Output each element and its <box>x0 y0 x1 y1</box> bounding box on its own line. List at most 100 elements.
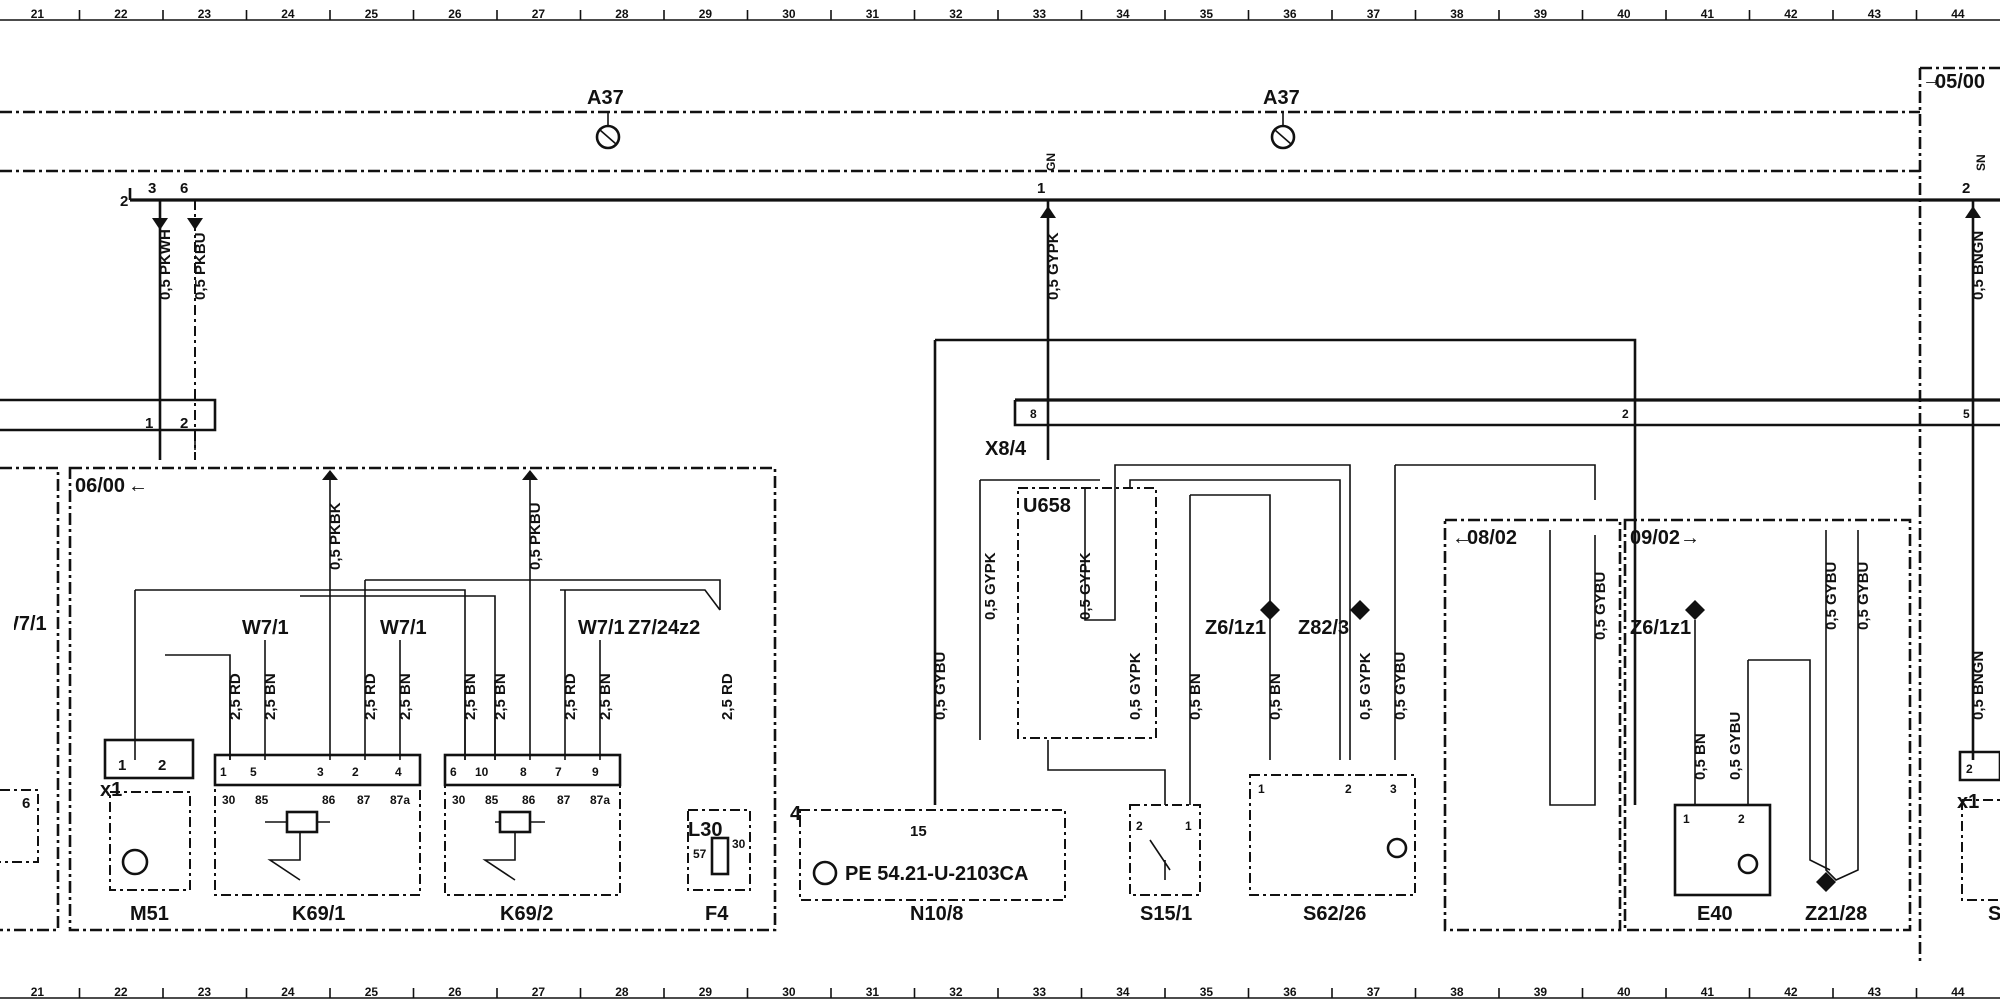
wire-u658-loop-1 <box>1084 464 1351 760</box>
right-partial-connector <box>1958 750 2000 782</box>
wire-label-gypk-top: 0,5 GYPK <box>1045 232 1062 300</box>
wire-0802-loop <box>1549 530 1596 806</box>
m51-pin-2: 2 <box>158 757 166 774</box>
wire-label-k69-bn-5: 2,5 BN <box>597 673 614 720</box>
wire-m51-rd <box>165 654 231 760</box>
ruler-number: 25 <box>365 985 379 999</box>
svg-text:5: 5 <box>250 765 257 779</box>
ruler-number: 41 <box>1701 985 1715 999</box>
ruler-number: 36 <box>1283 985 1297 999</box>
connector-x8-4: X8/4 <box>985 438 1027 460</box>
ground-z6-1z1-b: Z6/1z1 <box>1630 617 1691 639</box>
svg-text:4: 4 <box>395 765 402 779</box>
bus-ref-arrow: → <box>1922 69 1942 91</box>
ruler-number: 30 <box>782 7 796 21</box>
svg-text:3: 3 <box>317 765 324 779</box>
ruler-number: 27 <box>532 7 546 21</box>
ruler-number: 42 <box>1784 7 1798 21</box>
ruler-number: 38 <box>1450 7 1464 21</box>
wire-s62-gybu <box>1394 464 1596 760</box>
ruler-number: 31 <box>866 7 880 21</box>
m51-connector <box>103 738 195 780</box>
ruler-number: 27 <box>532 985 546 999</box>
wire-k69-loop-4 <box>560 589 721 611</box>
ground-z82-3: Z82/3 <box>1298 617 1349 639</box>
ruler-number: 37 <box>1367 7 1381 21</box>
wire-k69-loop-3 <box>365 579 721 610</box>
wire-label-bngn-top: 0,5 BNGN <box>1970 231 1987 300</box>
ruler-number: 44 <box>1951 7 1965 21</box>
f4-fuse <box>710 836 730 876</box>
wire-k69-top-loop <box>135 589 466 760</box>
ruler-number: 32 <box>949 985 963 999</box>
ruler-number: 28 <box>615 985 629 999</box>
ground-w7-1-b: W7/1 <box>380 617 427 639</box>
wire-label-bngn-bottom: 0,5 BNGN <box>1970 651 1987 720</box>
bus-pin-2-right: 2 <box>1962 180 1970 197</box>
e40-label: E40 <box>1697 903 1733 925</box>
svg-text:2: 2 <box>352 765 359 779</box>
second-bus-pin-2: 2 <box>1622 407 1629 421</box>
ruler-number: 21 <box>31 7 45 21</box>
s15-1-switch <box>1149 839 1171 880</box>
splice-z6-1z1-b <box>1685 600 1705 620</box>
ruler-number: 23 <box>198 985 212 999</box>
bus-pin-3: 3 <box>148 180 156 197</box>
m51-x1: x1 <box>100 779 122 801</box>
svg-text:6: 6 <box>450 765 457 779</box>
n10-pin-15: 15 <box>910 823 927 840</box>
svg-text:85: 85 <box>255 793 269 807</box>
s62-26-pin-1: 1 <box>1258 782 1265 796</box>
arrow-down-pkbu <box>187 218 203 230</box>
ruler-number: 22 <box>114 985 128 999</box>
wire-label-0902-gybu-1: 0,5 GYBU <box>1823 562 1840 630</box>
svg-text:30: 30 <box>452 793 466 807</box>
wire-s15-bn <box>1190 494 1271 760</box>
svg-text:10: 10 <box>475 765 489 779</box>
s62-26-pin-3: 3 <box>1390 782 1397 796</box>
f4-pin-30: 30 <box>732 837 746 851</box>
group-ref-0600-arrow: ← <box>128 475 148 497</box>
wire-n10-loop <box>935 338 1637 805</box>
wire-label-e40-bn: 0,5 BN <box>1692 733 1709 780</box>
n10-pe-ref: PE 54.21-U-2103CA <box>845 863 1028 885</box>
wire-e40-gybu-loop <box>1748 659 1831 871</box>
ruler-number: 42 <box>1784 985 1798 999</box>
second-bus-lower <box>1013 400 2000 427</box>
ruler-number: 26 <box>448 7 462 21</box>
svg-text:7: 7 <box>555 765 562 779</box>
ruler-number: 28 <box>615 7 629 21</box>
e40-lamp <box>1737 853 1759 875</box>
wire-label-u658-gypk-3: 0,5 GYPK <box>1127 652 1144 720</box>
s15-1-label: S15/1 <box>1140 903 1192 925</box>
ruler-number: 24 <box>281 7 295 21</box>
wire-label-k69-rd-2: 2,5 RD <box>362 673 379 720</box>
ground-w7-1-a: W7/1 <box>242 617 289 639</box>
relay-k69-2-wires <box>464 470 601 760</box>
u658-label: U658 <box>1023 495 1071 517</box>
wire-label-0802-gybu: 0,5 GYBU <box>1592 572 1609 640</box>
second-bus-pin-5: 5 <box>1963 407 1970 421</box>
f4-label: F4 <box>705 903 729 925</box>
group-box-0902 <box>1623 518 1912 932</box>
m51-motor-symbol <box>121 848 149 876</box>
f4-body <box>687 809 751 891</box>
s15-1-pin-2: 2 <box>1136 819 1143 833</box>
ruler-number: 33 <box>1033 7 1047 21</box>
splice-z21-28 <box>1816 872 1836 892</box>
k69-1-label: K69/1 <box>292 903 345 925</box>
ground-z7-24z2: Z7/24z2 <box>628 617 700 639</box>
ruler-number: 39 <box>1534 7 1548 21</box>
bus-pin-2-left: 2 <box>120 193 128 210</box>
wire-label-pkwh: 0,5 PKWH <box>157 229 174 300</box>
wire-label-f4-rd: 2,5 RD <box>719 673 736 720</box>
s62-26-body <box>1249 774 1416 896</box>
e40-pin-2: 2 <box>1738 812 1745 826</box>
group-box-0600 <box>68 466 777 932</box>
ruler-number: 44 <box>1951 985 1965 999</box>
right-x1: x1 <box>1957 791 1979 813</box>
bus-label-a37-left: A37 <box>587 87 624 109</box>
wire-label-k69-rd-3: 2,5 RD <box>562 673 579 720</box>
